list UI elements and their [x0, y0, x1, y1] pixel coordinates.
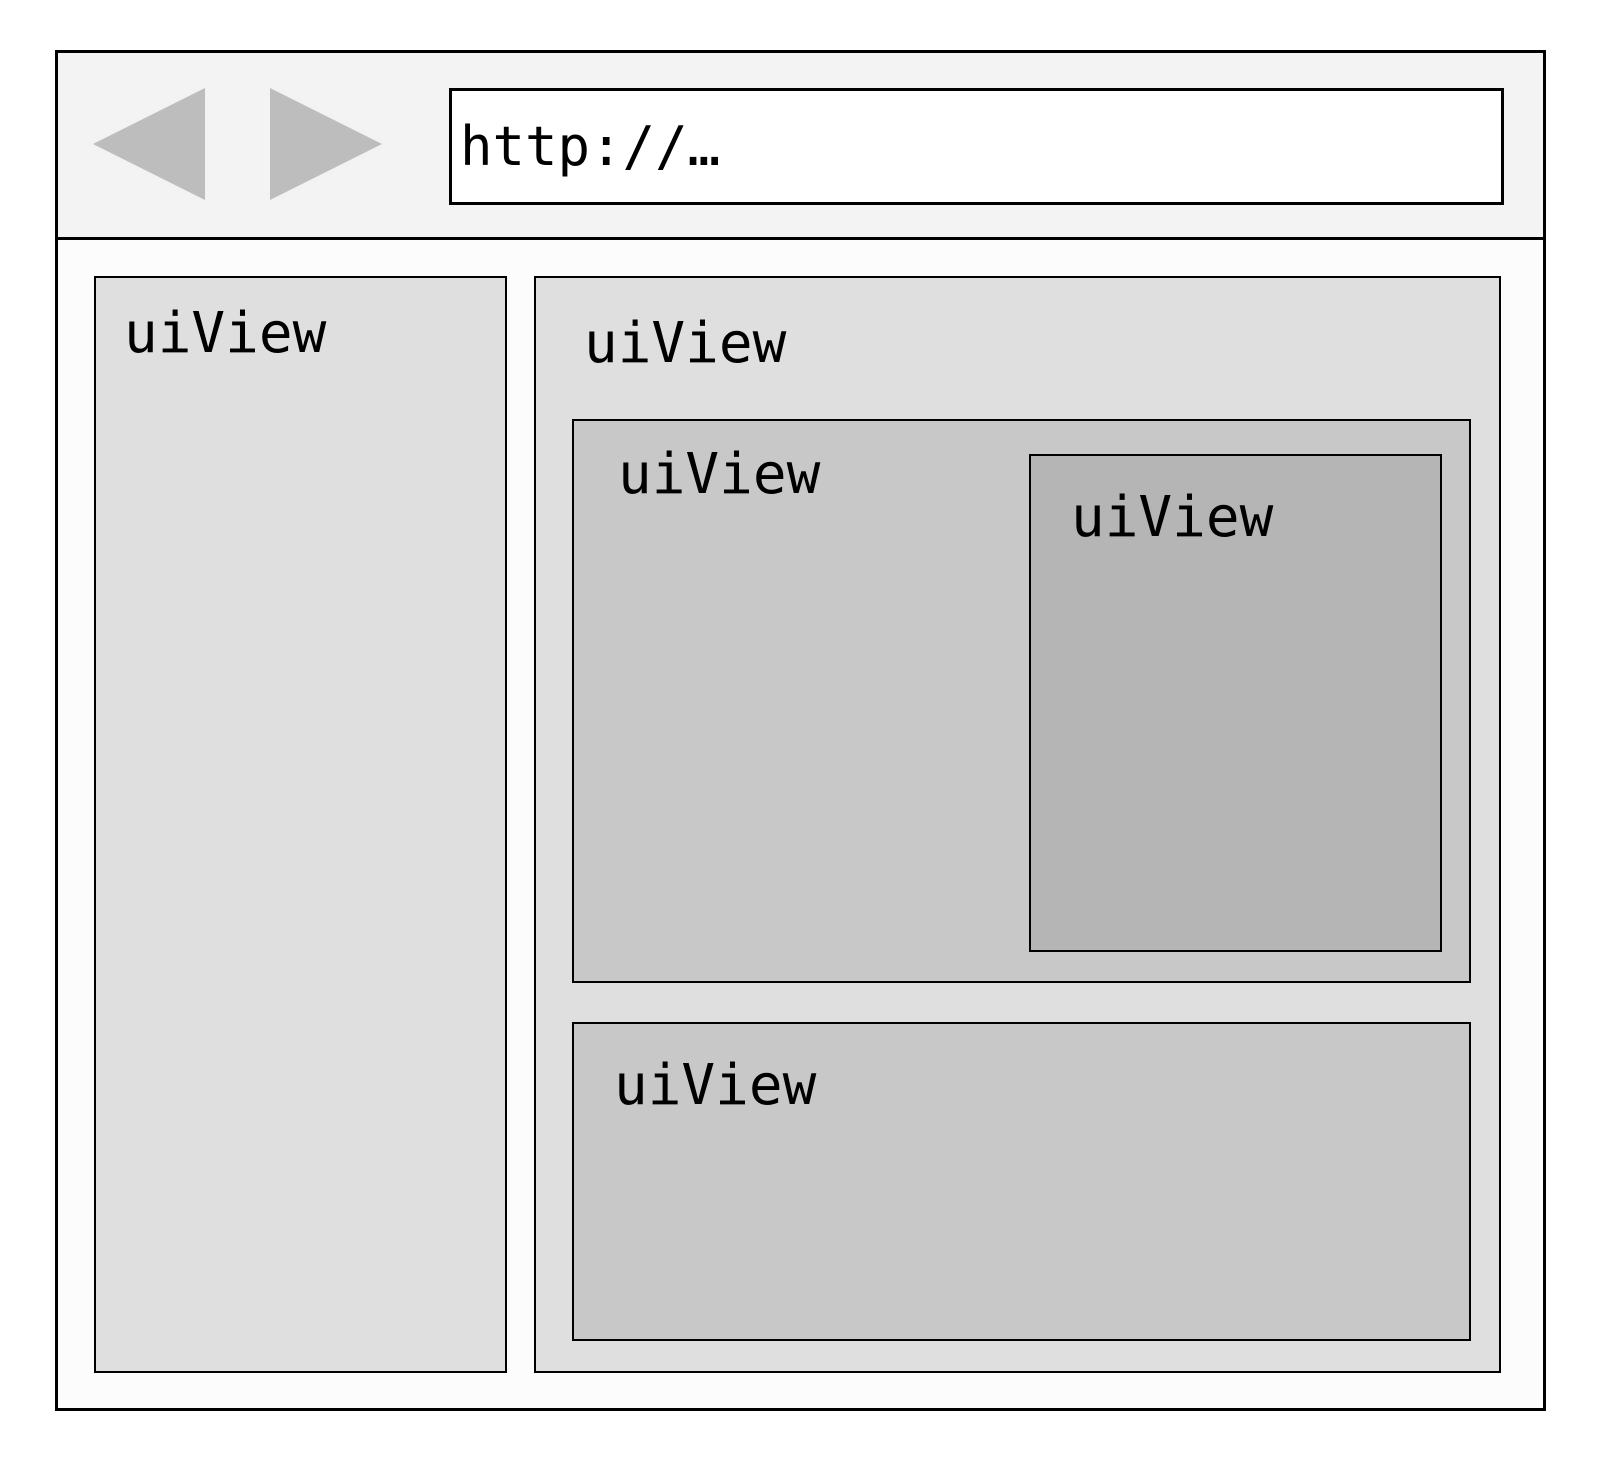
footer-uiview: uiView [572, 1022, 1471, 1341]
browser-window: uiView uiView uiView uiView uiView [55, 50, 1546, 1411]
footer-uiview-label: uiView [614, 1053, 817, 1118]
address-bar-input[interactable] [449, 88, 1504, 205]
nested-uiview-label: uiView [1071, 485, 1274, 550]
back-arrow-icon[interactable] [93, 88, 207, 206]
main-uiview-label: uiView [584, 311, 787, 376]
content-uiview-label: uiView [618, 442, 821, 507]
browser-toolbar [58, 53, 1543, 240]
forward-arrow-icon[interactable] [270, 88, 384, 206]
main-uiview: uiView uiView uiView uiView [534, 276, 1501, 1373]
sidebar-uiview-label: uiView [124, 301, 327, 366]
content-uiview: uiView uiView [572, 419, 1471, 983]
sidebar-uiview: uiView [94, 276, 507, 1373]
nested-uiview: uiView [1029, 454, 1442, 952]
